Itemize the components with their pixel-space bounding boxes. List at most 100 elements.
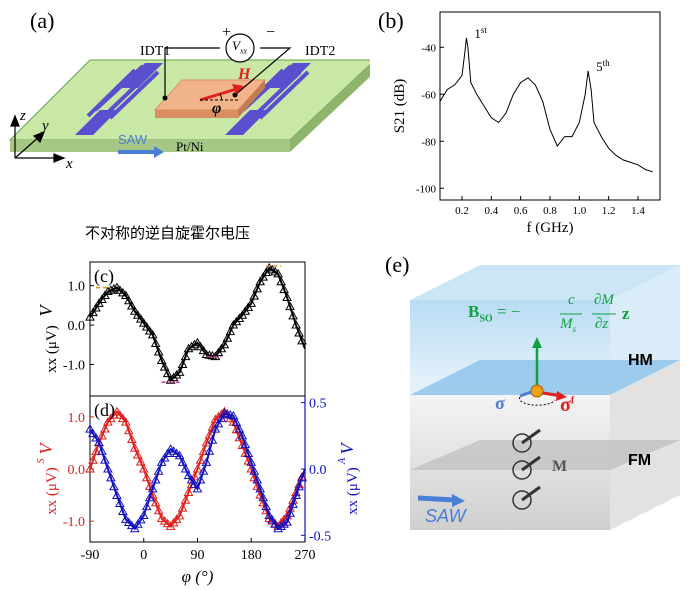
y-axis-label-right-sup: A (337, 457, 348, 465)
va-point (114, 498, 125, 508)
va-point (297, 472, 307, 482)
vs-point (237, 440, 248, 450)
vs-point (91, 446, 101, 456)
va-point (240, 439, 251, 449)
vs-point (204, 430, 215, 439)
va-point (138, 510, 149, 519)
x-tick-label-b: 1.4 (631, 205, 645, 217)
vs-point (180, 495, 191, 504)
y-tick-label-b: -100 (416, 183, 437, 195)
vs-point (141, 472, 152, 482)
va-point (201, 457, 212, 466)
spin-ball-icon (530, 384, 544, 398)
idt1-electrode (75, 63, 163, 135)
x-tick-label-d: 270 (295, 548, 316, 563)
va-point (204, 446, 215, 455)
vxx-point (285, 301, 295, 311)
va-point (234, 424, 245, 433)
va-point (153, 466, 164, 475)
vxx-point (294, 327, 304, 337)
vs-point (195, 455, 206, 464)
formula-bso: BSO = − (468, 302, 521, 325)
va-point (258, 492, 269, 502)
vxx-point (252, 283, 263, 293)
va-point (186, 475, 197, 484)
vxx-point (276, 276, 286, 286)
x-tick-label-d: -90 (81, 548, 100, 563)
vxx-point (138, 318, 149, 327)
axes-icon (10, 114, 66, 163)
vxx-point (135, 314, 146, 323)
vs-point (138, 463, 149, 473)
vs-point (153, 505, 164, 515)
vs-point (132, 450, 143, 459)
ptni-film-side (238, 80, 265, 118)
substrate-side (290, 64, 370, 152)
va-point (255, 483, 266, 493)
vxx-point (291, 320, 301, 329)
va-point (109, 481, 119, 491)
va-point (246, 457, 257, 466)
vxx-point (88, 307, 98, 317)
va-point (150, 475, 161, 484)
va-point (132, 519, 143, 528)
vs-point (135, 457, 146, 466)
y-tick-label-b: -40 (421, 42, 436, 54)
label-sigma-prime: σf (560, 394, 575, 416)
va-point (106, 472, 116, 482)
va-point (279, 519, 289, 528)
va-point (156, 457, 167, 466)
panel-label-e: (e) (385, 252, 410, 277)
vxx-point (153, 346, 164, 356)
vs-point (100, 424, 110, 433)
va-point (100, 455, 110, 464)
y-axis-label-b: S21 (dB) (392, 79, 408, 134)
vxx-point (109, 283, 119, 293)
vs-point (112, 406, 122, 416)
y-tick-label-c: 1.0 (68, 280, 86, 295)
x-axis-label-b: f (GHz) (526, 220, 573, 236)
axis-x-label: x (66, 156, 73, 172)
vxx-point (273, 268, 283, 278)
vs-point (210, 414, 221, 423)
wire-left (164, 47, 220, 98)
vxx-point (279, 284, 289, 294)
voltmeter-label: Vxx (232, 38, 248, 56)
label-saw-a: SAW (118, 132, 148, 147)
va-point (103, 463, 113, 473)
y-tick-label-b: -60 (421, 89, 436, 101)
vxx-point (168, 372, 179, 382)
label-angle: φ (212, 100, 222, 117)
y-axis-label-d-unit: xx (μV) (44, 467, 60, 515)
vxx-point (129, 306, 140, 315)
x-tick-label-b: 0.8 (543, 205, 557, 217)
axis-y-label: y (42, 118, 49, 134)
vxx-point (192, 337, 203, 347)
x-tick-label-d: 0 (140, 548, 147, 563)
vs-point (120, 417, 131, 426)
y-tick-label-c: -1.0 (63, 358, 85, 373)
label-idt2: IDT2 (305, 44, 336, 59)
x-tick-label-b: 1.2 (602, 205, 616, 217)
y-tick-label-right-d: -0.5 (309, 529, 331, 544)
y-axis-label-d-v: V (36, 442, 56, 455)
y-axis-label-d-sup: S (36, 459, 47, 464)
va-point (249, 466, 260, 475)
vs-point (234, 432, 245, 442)
va-point (252, 475, 263, 484)
va-point (273, 523, 283, 533)
vxx-point (150, 338, 161, 347)
formula-z: z (622, 304, 630, 323)
va-point (189, 479, 200, 488)
panel-label-b: (b) (378, 8, 404, 33)
y-tick-label-d: 1.0 (68, 411, 86, 426)
vxx-point (255, 276, 266, 286)
vxx-point (258, 272, 269, 281)
vs-point (198, 446, 209, 456)
vxx-point (147, 329, 158, 339)
formula-c: c (568, 292, 575, 308)
y-axis-label-right-v: V (337, 442, 357, 455)
vxx-point (162, 368, 173, 378)
va-point (177, 457, 188, 466)
vs-point (192, 463, 203, 473)
